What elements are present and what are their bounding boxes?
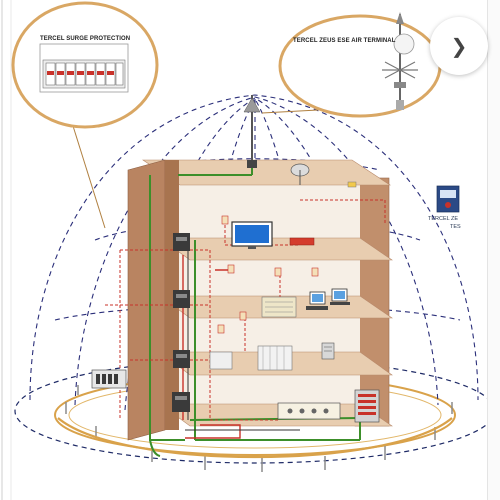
wall-sockets [217,215,319,334]
server-equipment [209,342,335,371]
building [127,159,393,441]
black-wiring [185,240,300,431]
surge-protection-label: TERCEL SURGE PROTECTION [40,36,131,42]
earthing-ring-front [57,417,453,459]
ese-air-terminal-icon [382,12,418,110]
next-image-button[interactable]: ❯ [430,17,488,75]
signal-wiring [105,199,386,421]
air-terminal-callout [261,12,442,118]
viewer-right-edge [487,0,500,500]
side-label-line1: TERCEL ZE [428,216,459,222]
side-label-line2: TES [450,224,461,230]
surge-protector-module-row [42,59,126,89]
distribution-cabinet [354,389,380,423]
tv-monitor [231,221,273,249]
chevron-right-icon: ❯ [450,34,468,58]
roof-light [347,181,357,188]
air-terminal-on-building [243,95,261,168]
red-router [289,237,315,246]
ese-tester-device [436,185,460,213]
satellite-dish [290,163,310,185]
air-terminal-label: TERCEL ZEUS ESE AIR TERMINAL [293,38,396,44]
computer-workstations [261,288,350,318]
ground-floor-panel [277,402,341,420]
surge-protector-boxes [172,233,190,412]
surge-protection-callout [11,1,159,229]
main-surge-panel [91,369,127,389]
